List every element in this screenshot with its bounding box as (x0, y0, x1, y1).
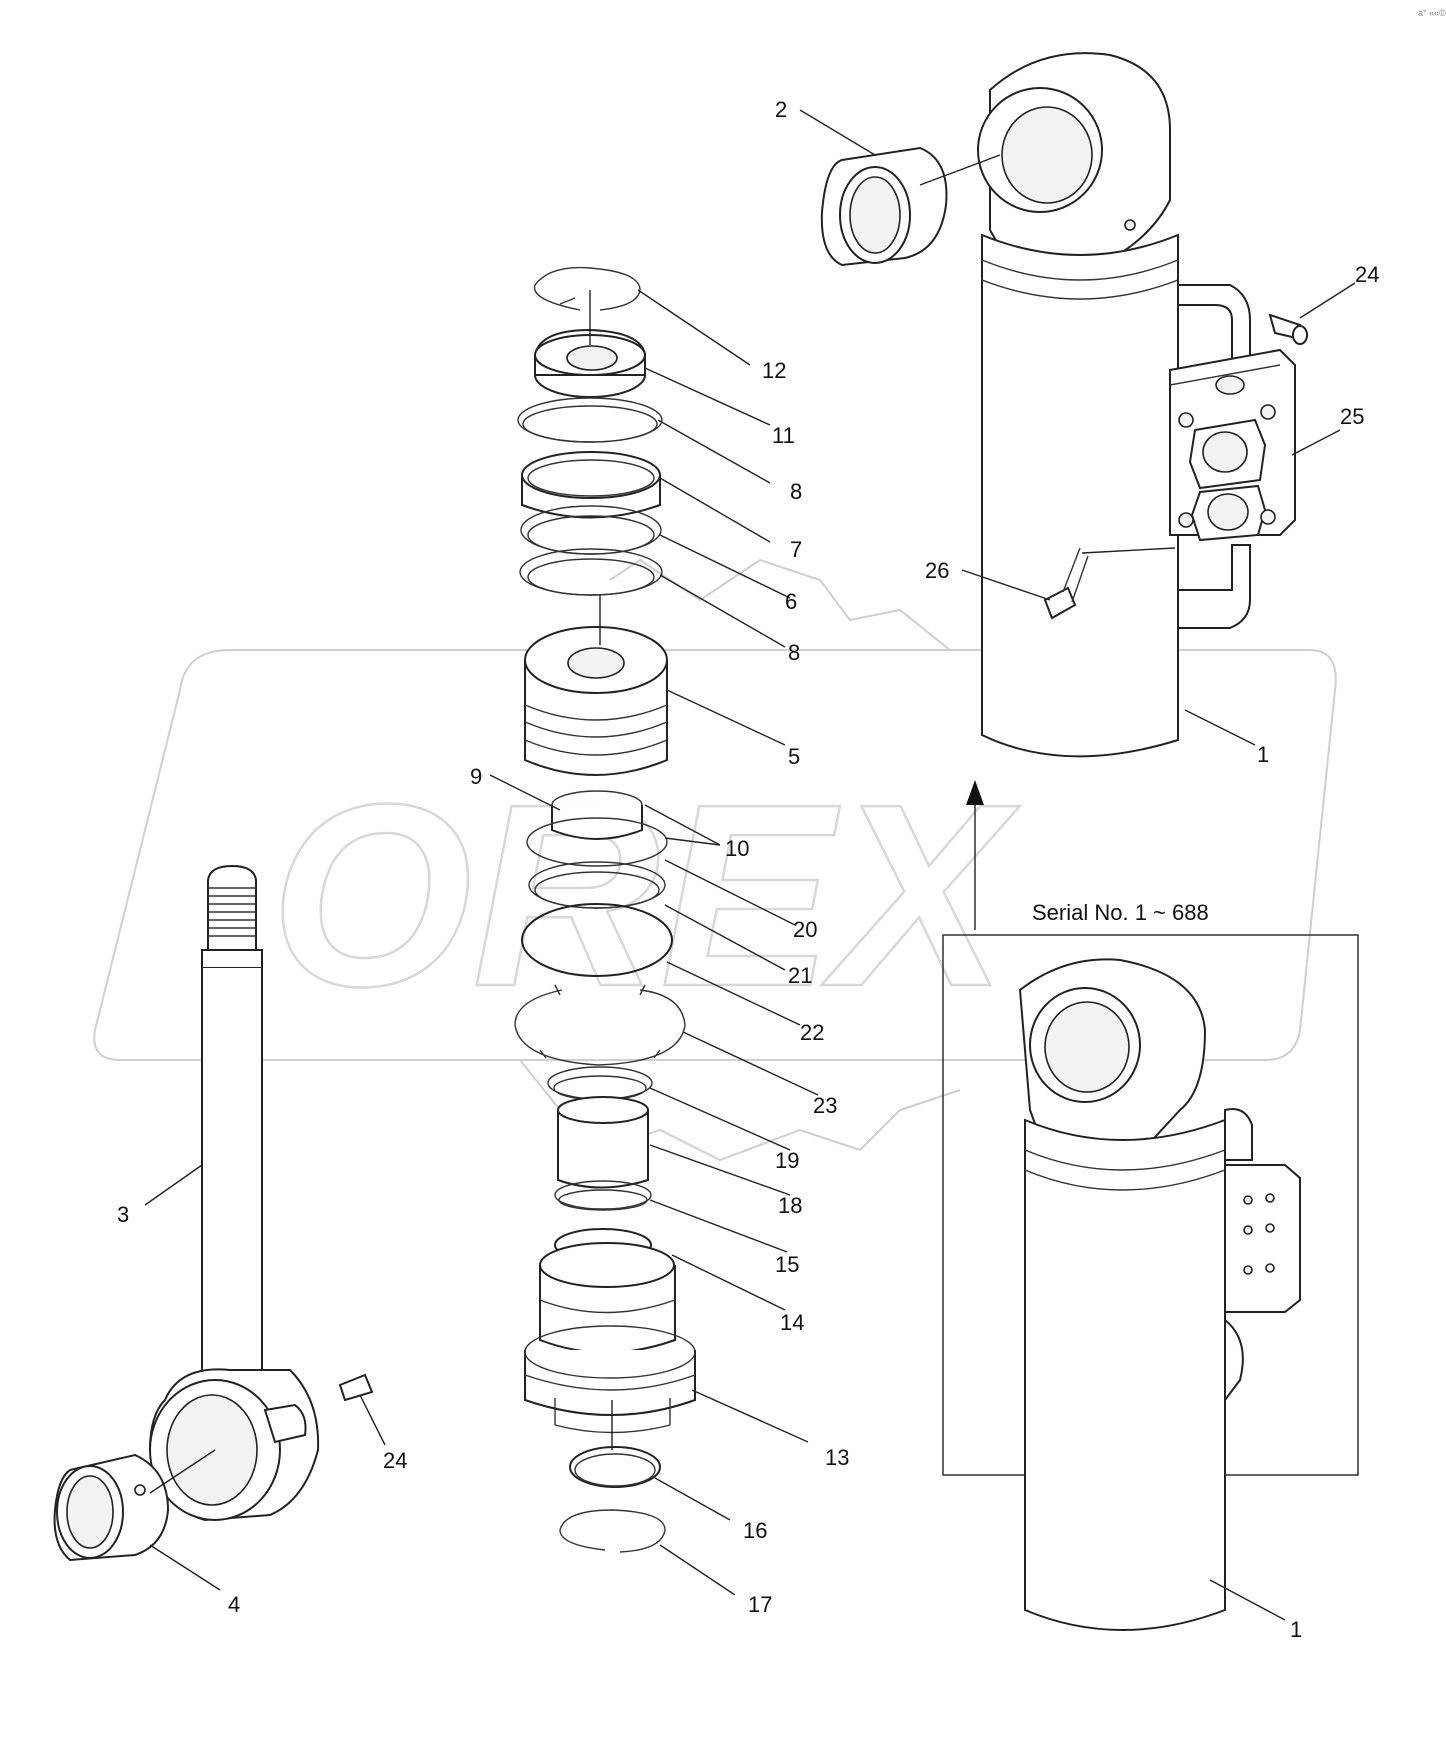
inset-caption: Serial No. 1 ~ 688 (1032, 900, 1209, 925)
callout-10: 10 (725, 836, 749, 861)
callout-5: 5 (788, 744, 800, 769)
inset-panel: Serial No. 1 ~ 688 (942, 900, 1359, 1631)
callout-16: 16 (743, 1518, 767, 1543)
callout-1-main: 1 (1257, 742, 1269, 767)
callout-26: 26 (925, 558, 949, 583)
callout-24-upper: 24 (1355, 262, 1379, 287)
callout-4: 4 (228, 1592, 240, 1617)
seal-stack (514, 266, 696, 1553)
callout-14: 14 (780, 1310, 804, 1335)
grease-nipple-upper (1268, 313, 1308, 345)
callout-17: 17 (748, 1592, 772, 1617)
cylinder-barrel (977, 52, 1296, 758)
leader-lines (144, 109, 1356, 1621)
callout-11: 11 (772, 423, 795, 448)
callout-2: 2 (775, 97, 787, 122)
callout-8-lower: 8 (788, 640, 800, 665)
callout-19: 19 (775, 1148, 799, 1173)
callout-22: 22 (800, 1020, 824, 1045)
bolt-26 (1043, 547, 1089, 620)
callout-8-upper: 8 (790, 479, 802, 504)
callout-25: 25 (1340, 404, 1364, 429)
assembly-arrow (966, 780, 984, 930)
callout-7: 7 (790, 537, 802, 562)
watermark-text: OREX (270, 751, 1020, 1041)
watermark-logo: OREX (93, 558, 1337, 1162)
callout-24-lower: 24 (383, 1448, 407, 1473)
callout-12: 12 (762, 358, 786, 383)
callouts: 2 24 25 26 1 12 11 8 7 6 8 5 9 10 20 21 … (117, 97, 1379, 1642)
callout-6: 6 (785, 589, 797, 614)
callout-3: 3 (117, 1202, 129, 1227)
corner-mark: a° ««© (1418, 8, 1446, 18)
callout-1-inset: 1 (1290, 1617, 1302, 1642)
callout-18: 18 (778, 1193, 802, 1218)
callout-15: 15 (775, 1252, 799, 1277)
bushing-lower (53, 1453, 170, 1562)
bushing-upper (820, 146, 948, 267)
callout-21: 21 (788, 963, 812, 988)
callout-20: 20 (793, 917, 817, 942)
callout-13: 13 (825, 1445, 849, 1470)
callout-9: 9 (470, 764, 482, 789)
callout-23: 23 (813, 1093, 837, 1118)
